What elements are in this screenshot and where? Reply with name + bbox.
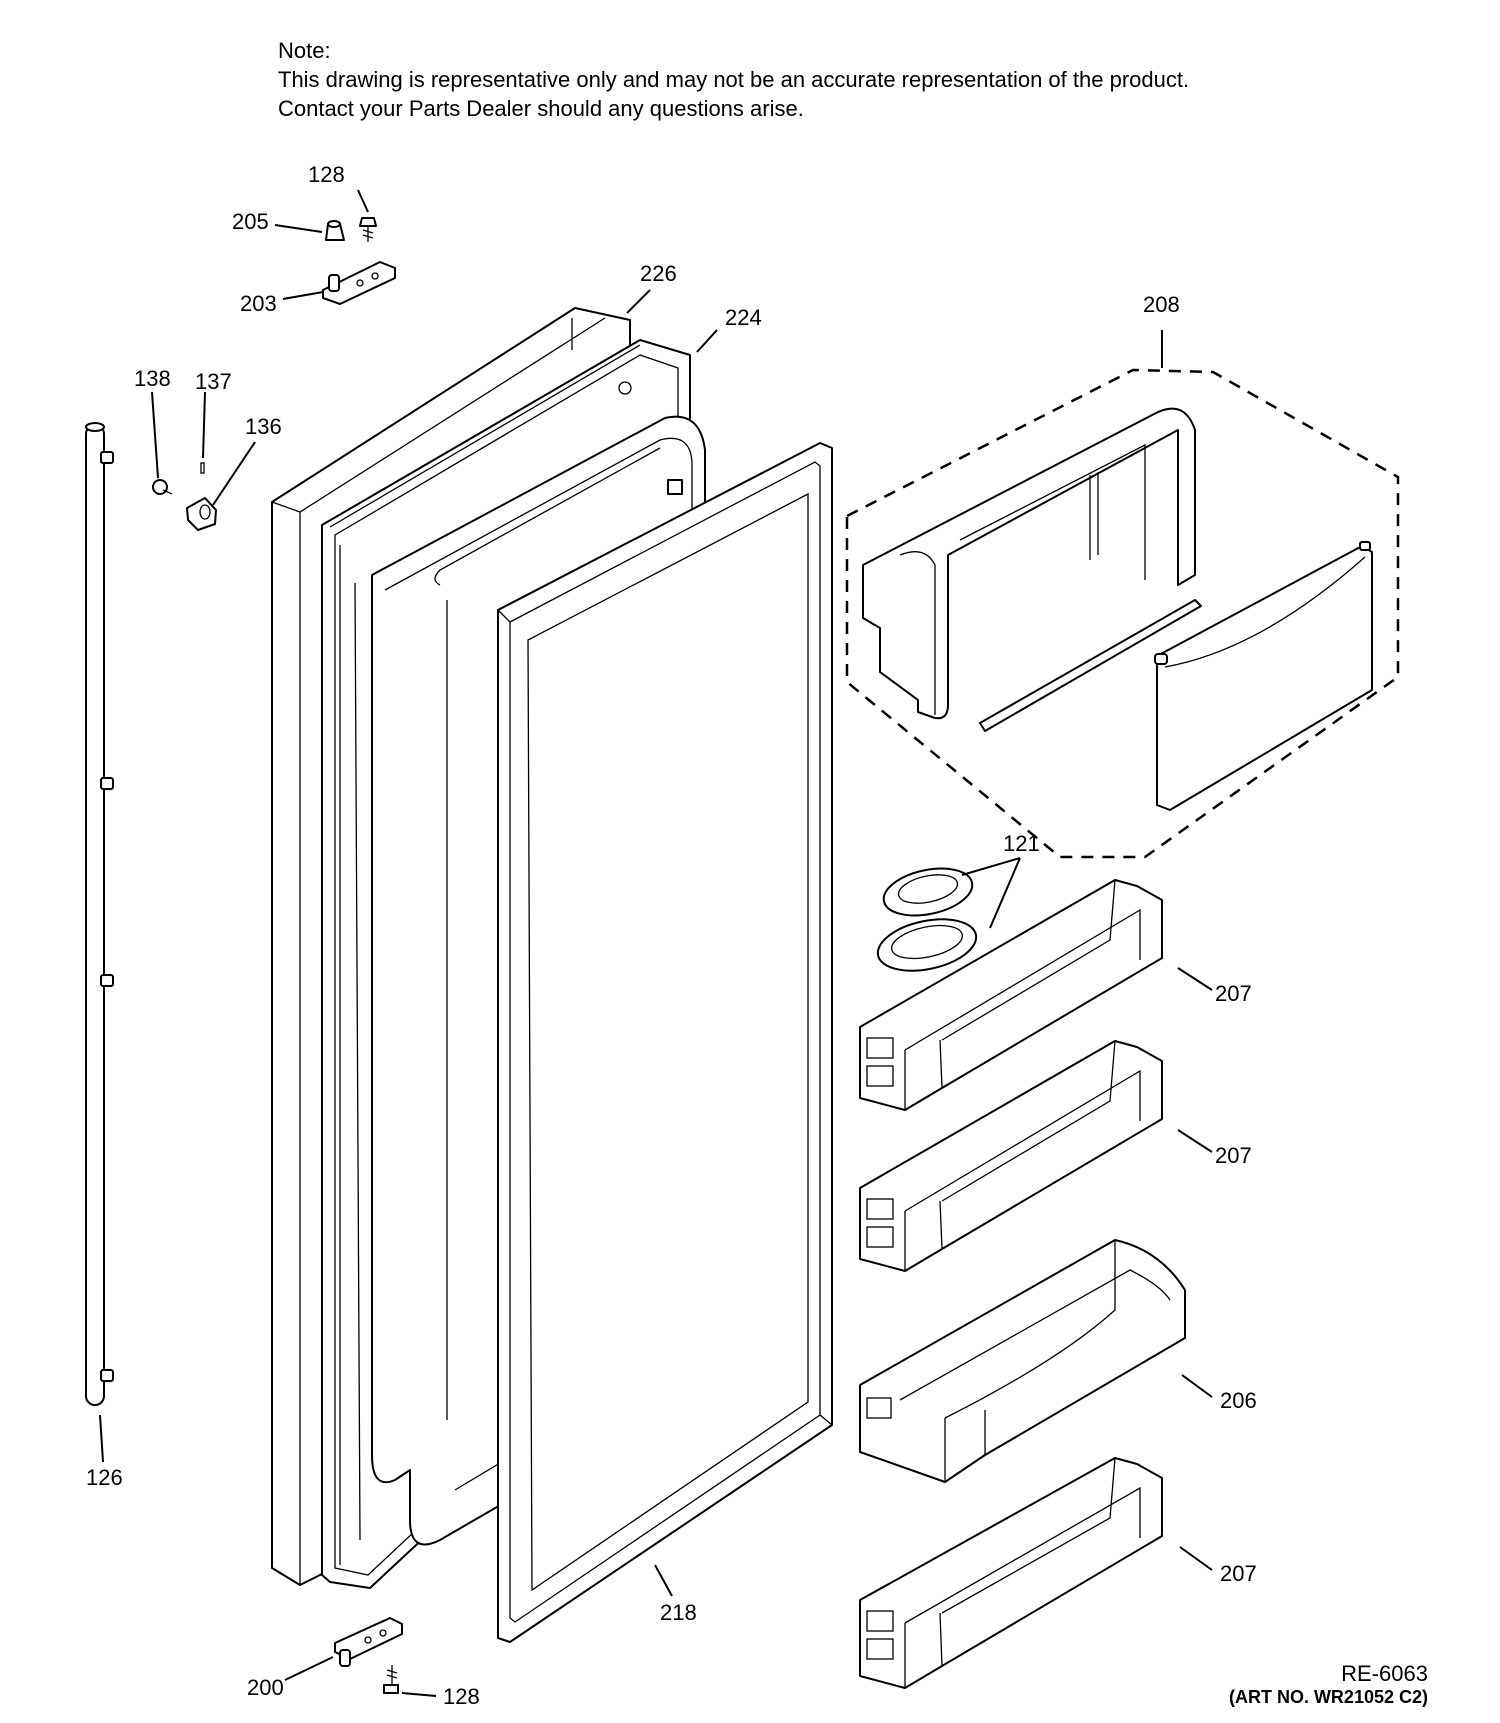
caps-121 bbox=[876, 867, 978, 972]
bottom-hinge-200 bbox=[334, 1617, 403, 1667]
callout-206: 206 bbox=[1220, 1388, 1257, 1413]
callout-207-a: 207 bbox=[1215, 981, 1252, 1006]
callout-208: 208 bbox=[1143, 292, 1180, 317]
screw-138 bbox=[152, 479, 173, 495]
callout-121: 121 bbox=[1003, 831, 1040, 856]
leader-lines bbox=[99, 189, 1213, 1697]
door-gasket bbox=[497, 442, 833, 1643]
dispenser-assembly bbox=[845, 368, 1400, 859]
art-reference: RE-6063 (ART NO. WR21052 C2) bbox=[1229, 1662, 1428, 1708]
clip-136 bbox=[186, 497, 217, 531]
callout-207-b: 207 bbox=[1215, 1143, 1252, 1168]
callout-205: 205 bbox=[232, 209, 269, 234]
pin-137 bbox=[200, 462, 205, 474]
hinge-pin-rod bbox=[85, 422, 114, 1406]
door-bin-207-b bbox=[859, 1040, 1163, 1272]
top-hinge-203 bbox=[322, 261, 396, 305]
callout-138: 138 bbox=[134, 366, 171, 391]
callout-126: 126 bbox=[86, 1465, 123, 1490]
callout-224: 224 bbox=[725, 305, 762, 330]
door-bin-207-a bbox=[859, 879, 1163, 1111]
note-line-2: Contact your Parts Dealer should any que… bbox=[278, 96, 804, 121]
hinge-cap-205 bbox=[325, 220, 345, 241]
callout-200: 200 bbox=[247, 1675, 284, 1700]
reference-code: RE-6063 bbox=[1341, 1661, 1428, 1686]
callout-labels: 128 205 203 226 224 208 138 137 136 121 … bbox=[86, 162, 1257, 1709]
callout-137: 137 bbox=[195, 369, 232, 394]
art-number: (ART NO. WR21052 C2) bbox=[1228, 1687, 1428, 1707]
door-bin-207-c bbox=[859, 1457, 1163, 1689]
callout-207-c: 207 bbox=[1220, 1561, 1257, 1586]
screw-128-top bbox=[359, 217, 377, 242]
callout-218: 218 bbox=[660, 1600, 697, 1625]
callout-226: 226 bbox=[640, 261, 677, 286]
disclaimer-note: Note: This drawing is representative onl… bbox=[278, 36, 1189, 123]
callout-128-bottom: 128 bbox=[443, 1684, 480, 1709]
note-line-1: This drawing is representative only and … bbox=[278, 67, 1190, 92]
door-bin-206 bbox=[859, 1239, 1186, 1483]
screw-128-bottom bbox=[383, 1665, 399, 1694]
callout-203: 203 bbox=[240, 291, 277, 316]
callout-136: 136 bbox=[245, 414, 282, 439]
note-heading: Note: bbox=[278, 38, 331, 63]
callout-128-top: 128 bbox=[308, 162, 345, 187]
